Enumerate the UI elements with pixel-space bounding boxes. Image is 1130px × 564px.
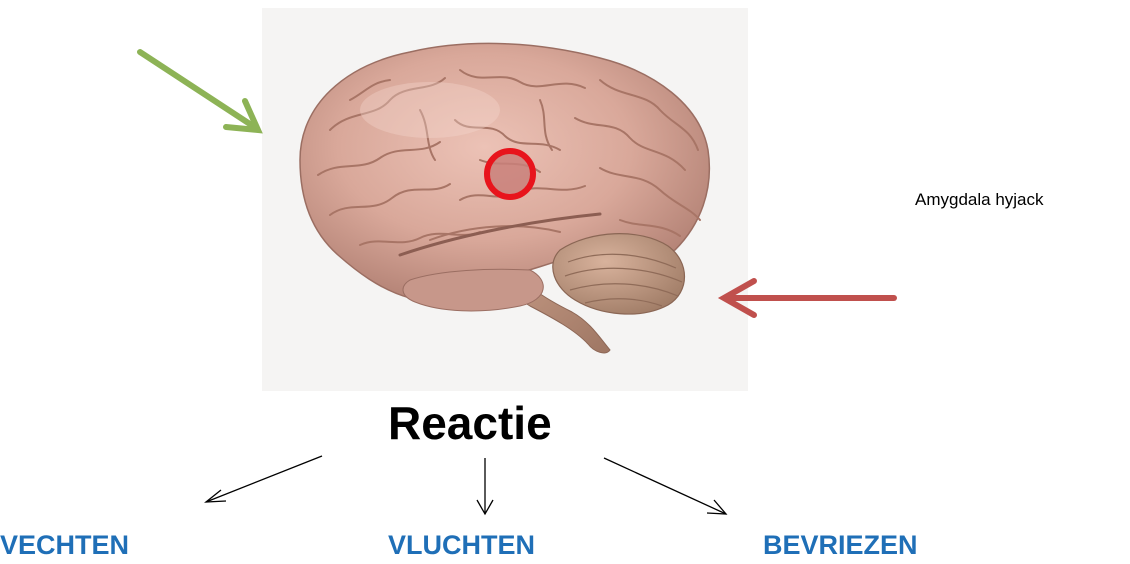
reaction-title: Reactie bbox=[388, 396, 552, 450]
amygdala-highlight-icon bbox=[487, 151, 533, 197]
response-flight: VLUCHTEN bbox=[388, 530, 535, 561]
reaction-arrows bbox=[206, 456, 726, 514]
arrow-to-vluchten bbox=[477, 458, 493, 514]
green-arrow bbox=[140, 52, 258, 130]
red-arrow bbox=[724, 281, 894, 315]
response-fight: VECHTEN bbox=[0, 530, 129, 561]
brain-sheen bbox=[360, 82, 500, 138]
response-freeze: BEVRIEZEN bbox=[763, 530, 918, 561]
amygdala-hijack-label: Amygdala hyjack bbox=[915, 190, 1044, 210]
arrow-to-vechten bbox=[206, 456, 322, 502]
arrow-to-bevriezen bbox=[604, 458, 726, 514]
